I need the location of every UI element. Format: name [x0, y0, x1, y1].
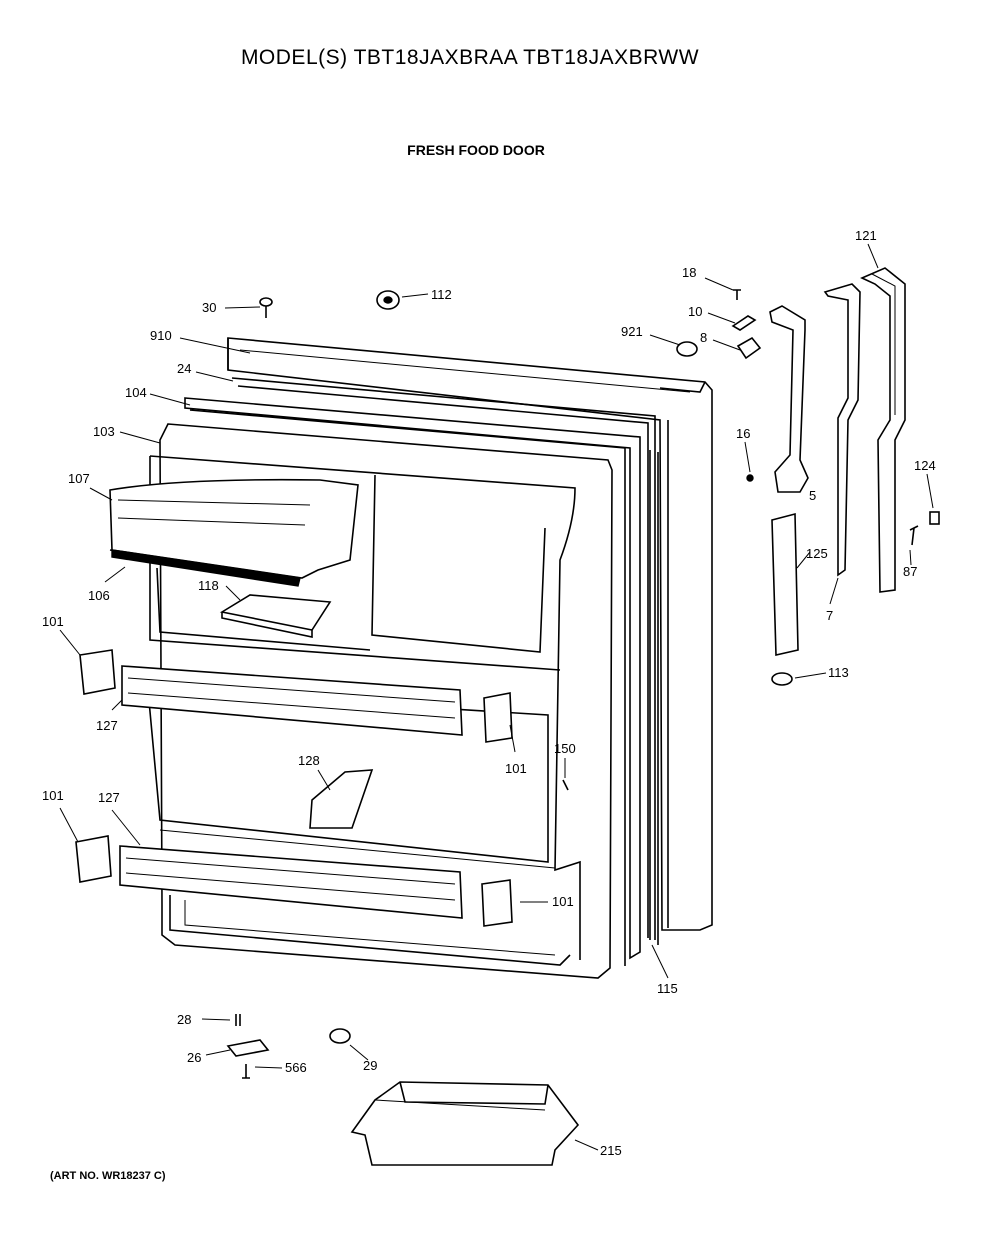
- callout-87: 87: [903, 564, 917, 579]
- callout-125: 125: [806, 546, 828, 561]
- dairy-hinge-bracket: [111, 549, 301, 587]
- door-gasket: [231, 377, 656, 940]
- door-shelf-lower: [119, 845, 463, 919]
- callout-127-upper: 127: [96, 718, 118, 733]
- art-number: (ART NO. WR18237 C): [50, 1170, 166, 1182]
- callout-7: 7: [826, 608, 833, 623]
- dairy-compartment-cover: [109, 478, 359, 579]
- callout-28: 28: [177, 1012, 191, 1027]
- cap-113: [771, 672, 793, 686]
- door-handle-rear: [860, 267, 906, 593]
- model-title: MODEL(S) TBT18JAXBRAA TBT18JAXBRWW: [240, 46, 700, 69]
- callout-118: 118: [198, 578, 219, 593]
- door-shelf-upper: [121, 665, 463, 736]
- plug-112: [376, 290, 400, 310]
- callout-566: 566: [285, 1060, 307, 1075]
- plug-124: [929, 511, 940, 525]
- plate-26: [226, 1039, 270, 1057]
- callout-127-lower: 127: [98, 790, 120, 805]
- callout-30: 30: [202, 300, 216, 315]
- callout-101-upper-right: 101: [505, 761, 527, 776]
- screw-566: [242, 1064, 250, 1079]
- gasket-strip: [649, 450, 659, 945]
- shelf-bracket-left-lower: [75, 835, 112, 883]
- callout-10: 10: [688, 304, 702, 319]
- screw-150: [562, 779, 569, 791]
- callout-921: 921: [621, 324, 643, 339]
- shelf-bracket-left-upper: [79, 649, 116, 695]
- callout-128: 128: [298, 753, 320, 768]
- callout-113: 113: [828, 665, 849, 680]
- shelf-bracket-right-upper: [483, 692, 513, 743]
- door-handle-front: [823, 283, 861, 577]
- butter-shelf: [219, 594, 332, 638]
- screw-30: [259, 297, 273, 318]
- screw-87: [909, 525, 919, 546]
- screw-16: [746, 474, 754, 482]
- hinge-bracket: [769, 305, 809, 493]
- bushing-8: [736, 336, 762, 360]
- cap-921: [676, 341, 698, 357]
- callout-115: 115: [657, 981, 678, 996]
- handle-trim: [771, 512, 799, 656]
- can-rack: [309, 769, 374, 829]
- callout-124: 124: [914, 458, 936, 473]
- callout-150: 150: [554, 741, 576, 756]
- callout-101-upper-left: 101: [42, 614, 64, 629]
- callout-5: 5: [809, 488, 816, 503]
- door-bin: [350, 1081, 580, 1166]
- callout-8: 8: [700, 330, 707, 345]
- callout-29: 29: [363, 1058, 377, 1073]
- shelf-bracket-right-lower: [481, 879, 513, 927]
- section-title: FRESH FOOD DOOR: [407, 142, 545, 158]
- shim-10: [731, 315, 757, 331]
- callout-215: 215: [600, 1143, 622, 1158]
- callout-26: 26: [187, 1050, 201, 1065]
- callout-101-lower-right: 101: [552, 894, 574, 909]
- callout-24: 24: [177, 361, 191, 376]
- callout-16: 16: [736, 426, 750, 441]
- callout-leaders: [59, 243, 934, 1151]
- callout-101-lower-left: 101: [42, 788, 64, 803]
- pin-28: [235, 1014, 241, 1026]
- callout-107: 107: [68, 471, 90, 486]
- callout-103: 103: [93, 424, 115, 439]
- screw-18: [733, 289, 741, 300]
- callout-104: 104: [125, 385, 147, 400]
- callout-910: 910: [150, 328, 172, 343]
- door-outer-panel: [227, 337, 713, 931]
- callout-106: 106: [88, 588, 110, 603]
- liner-frame: [184, 397, 641, 966]
- cap-29: [329, 1028, 351, 1044]
- callout-121: 121: [855, 228, 877, 243]
- callout-112: 112: [431, 287, 452, 302]
- callout-18: 18: [682, 265, 696, 280]
